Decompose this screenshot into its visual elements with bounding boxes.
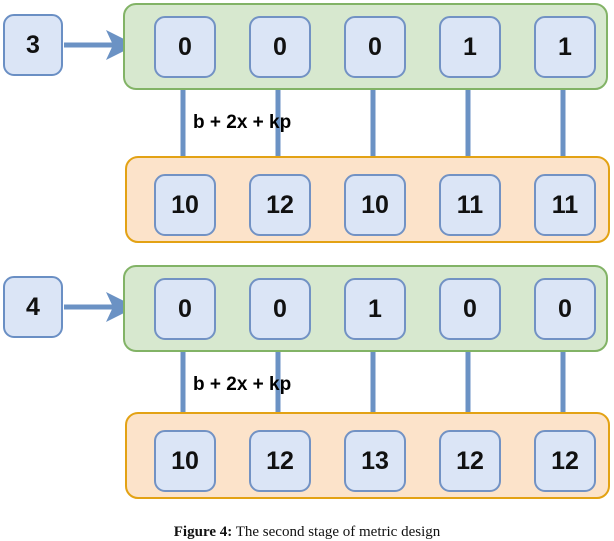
output-cell: 10 xyxy=(154,174,216,236)
output-cell: 10 xyxy=(344,174,406,236)
input-cell: 0 xyxy=(344,16,406,78)
output-cell: 12 xyxy=(534,430,596,492)
output-cell: 10 xyxy=(154,430,216,492)
input-cell: 0 xyxy=(154,278,216,340)
input-row-container-block-2: 0 0 1 0 0 xyxy=(123,265,608,352)
transform-label-block-2: b + 2x + kp xyxy=(193,374,292,395)
seed-box-block-2: 4 xyxy=(3,276,63,338)
output-cell: 11 xyxy=(439,174,501,236)
input-cell: 0 xyxy=(534,278,596,340)
seed-box-block-1: 3 xyxy=(3,14,63,76)
input-cell: 1 xyxy=(534,16,596,78)
output-cell: 12 xyxy=(249,430,311,492)
output-row-container-block-2: 10 12 13 12 12 xyxy=(125,412,610,499)
figure-caption-text: The second stage of metric design xyxy=(235,524,441,540)
input-cell: 0 xyxy=(249,16,311,78)
output-cell: 11 xyxy=(534,174,596,236)
output-cell: 12 xyxy=(439,430,501,492)
input-cell: 1 xyxy=(344,278,406,340)
figure-caption: Figure 4: The second stage of metric des… xyxy=(0,524,614,541)
input-cell: 0 xyxy=(439,278,501,340)
input-cell: 1 xyxy=(439,16,501,78)
transform-label-block-1: b + 2x + kp xyxy=(193,112,292,133)
output-cell: 12 xyxy=(249,174,311,236)
output-row-container-block-1: 10 12 10 11 11 xyxy=(125,156,610,243)
input-row-container-block-1: 0 0 0 1 1 xyxy=(123,3,608,90)
input-cell: 0 xyxy=(154,16,216,78)
input-cell: 0 xyxy=(249,278,311,340)
output-cell: 13 xyxy=(344,430,406,492)
figure-caption-label: Figure 4: xyxy=(173,524,233,540)
